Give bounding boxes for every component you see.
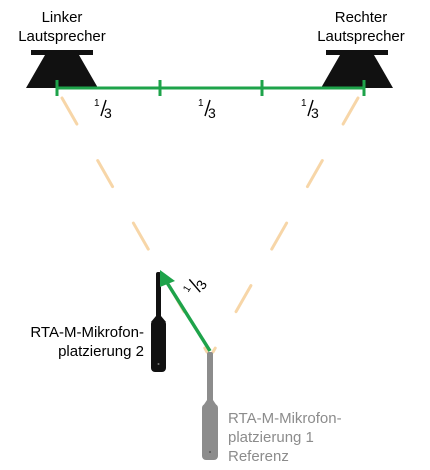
- fraction-denominator: 3: [208, 105, 216, 121]
- fraction-numerator: 1: [301, 98, 307, 109]
- speaker-distance-line: [55, 80, 366, 96]
- right-sight-line: [211, 96, 360, 354]
- arrow-head: [160, 270, 175, 287]
- fraction-numerator: 1: [198, 98, 204, 109]
- fraction-label-arrow: 1 3: [181, 277, 211, 294]
- mic-position-1-label: RTA-M-Mikrofon- platzierung 1 Referenz: [228, 409, 388, 466]
- fraction-label-2: 1 3: [198, 98, 216, 121]
- fraction-label-1: 1 3: [94, 98, 112, 121]
- microphone-position-1-icon: [202, 352, 218, 460]
- left-speaker-icon: [26, 50, 98, 88]
- mic-offset-arrow: [160, 270, 212, 352]
- sight-lines: [60, 96, 360, 354]
- fraction-denominator: 3: [193, 277, 211, 292]
- right-speaker-label-line-1: Rechter: [334, 9, 388, 26]
- mic-position-2-label: RTA-M-Mikrofon- platzierung 2: [10, 323, 144, 361]
- microphone-position-2-icon: [151, 272, 166, 372]
- fraction-numerator: 1: [181, 283, 194, 294]
- right-speaker-label: Rechter Lautsprecher: [296, 8, 426, 46]
- fraction-denominator: 3: [104, 105, 112, 121]
- mic-position-2-label-line-1: RTA-M-Mikrofon-: [30, 324, 144, 341]
- fraction-numerator: 1: [94, 98, 100, 109]
- left-speaker-label-line-1: Linker: [41, 9, 83, 26]
- right-speaker-icon: [321, 50, 393, 88]
- fraction-label-3: 1 3: [301, 98, 319, 121]
- mic-position-1-label-line-1: RTA-M-Mikrofon-: [228, 410, 342, 427]
- left-speaker-label-line-2: Lautsprecher: [18, 28, 106, 45]
- mic-position-1-label-line-3: Referenz: [228, 448, 289, 465]
- fraction-denominator: 3: [311, 105, 319, 121]
- left-speaker-label: Linker Lautsprecher: [6, 8, 118, 46]
- mic-position-1-label-line-2: platzierung 1: [228, 429, 314, 446]
- right-speaker-label-line-2: Lautsprecher: [317, 28, 405, 45]
- mic-position-2-label-line-2: platzierung 2: [58, 343, 144, 360]
